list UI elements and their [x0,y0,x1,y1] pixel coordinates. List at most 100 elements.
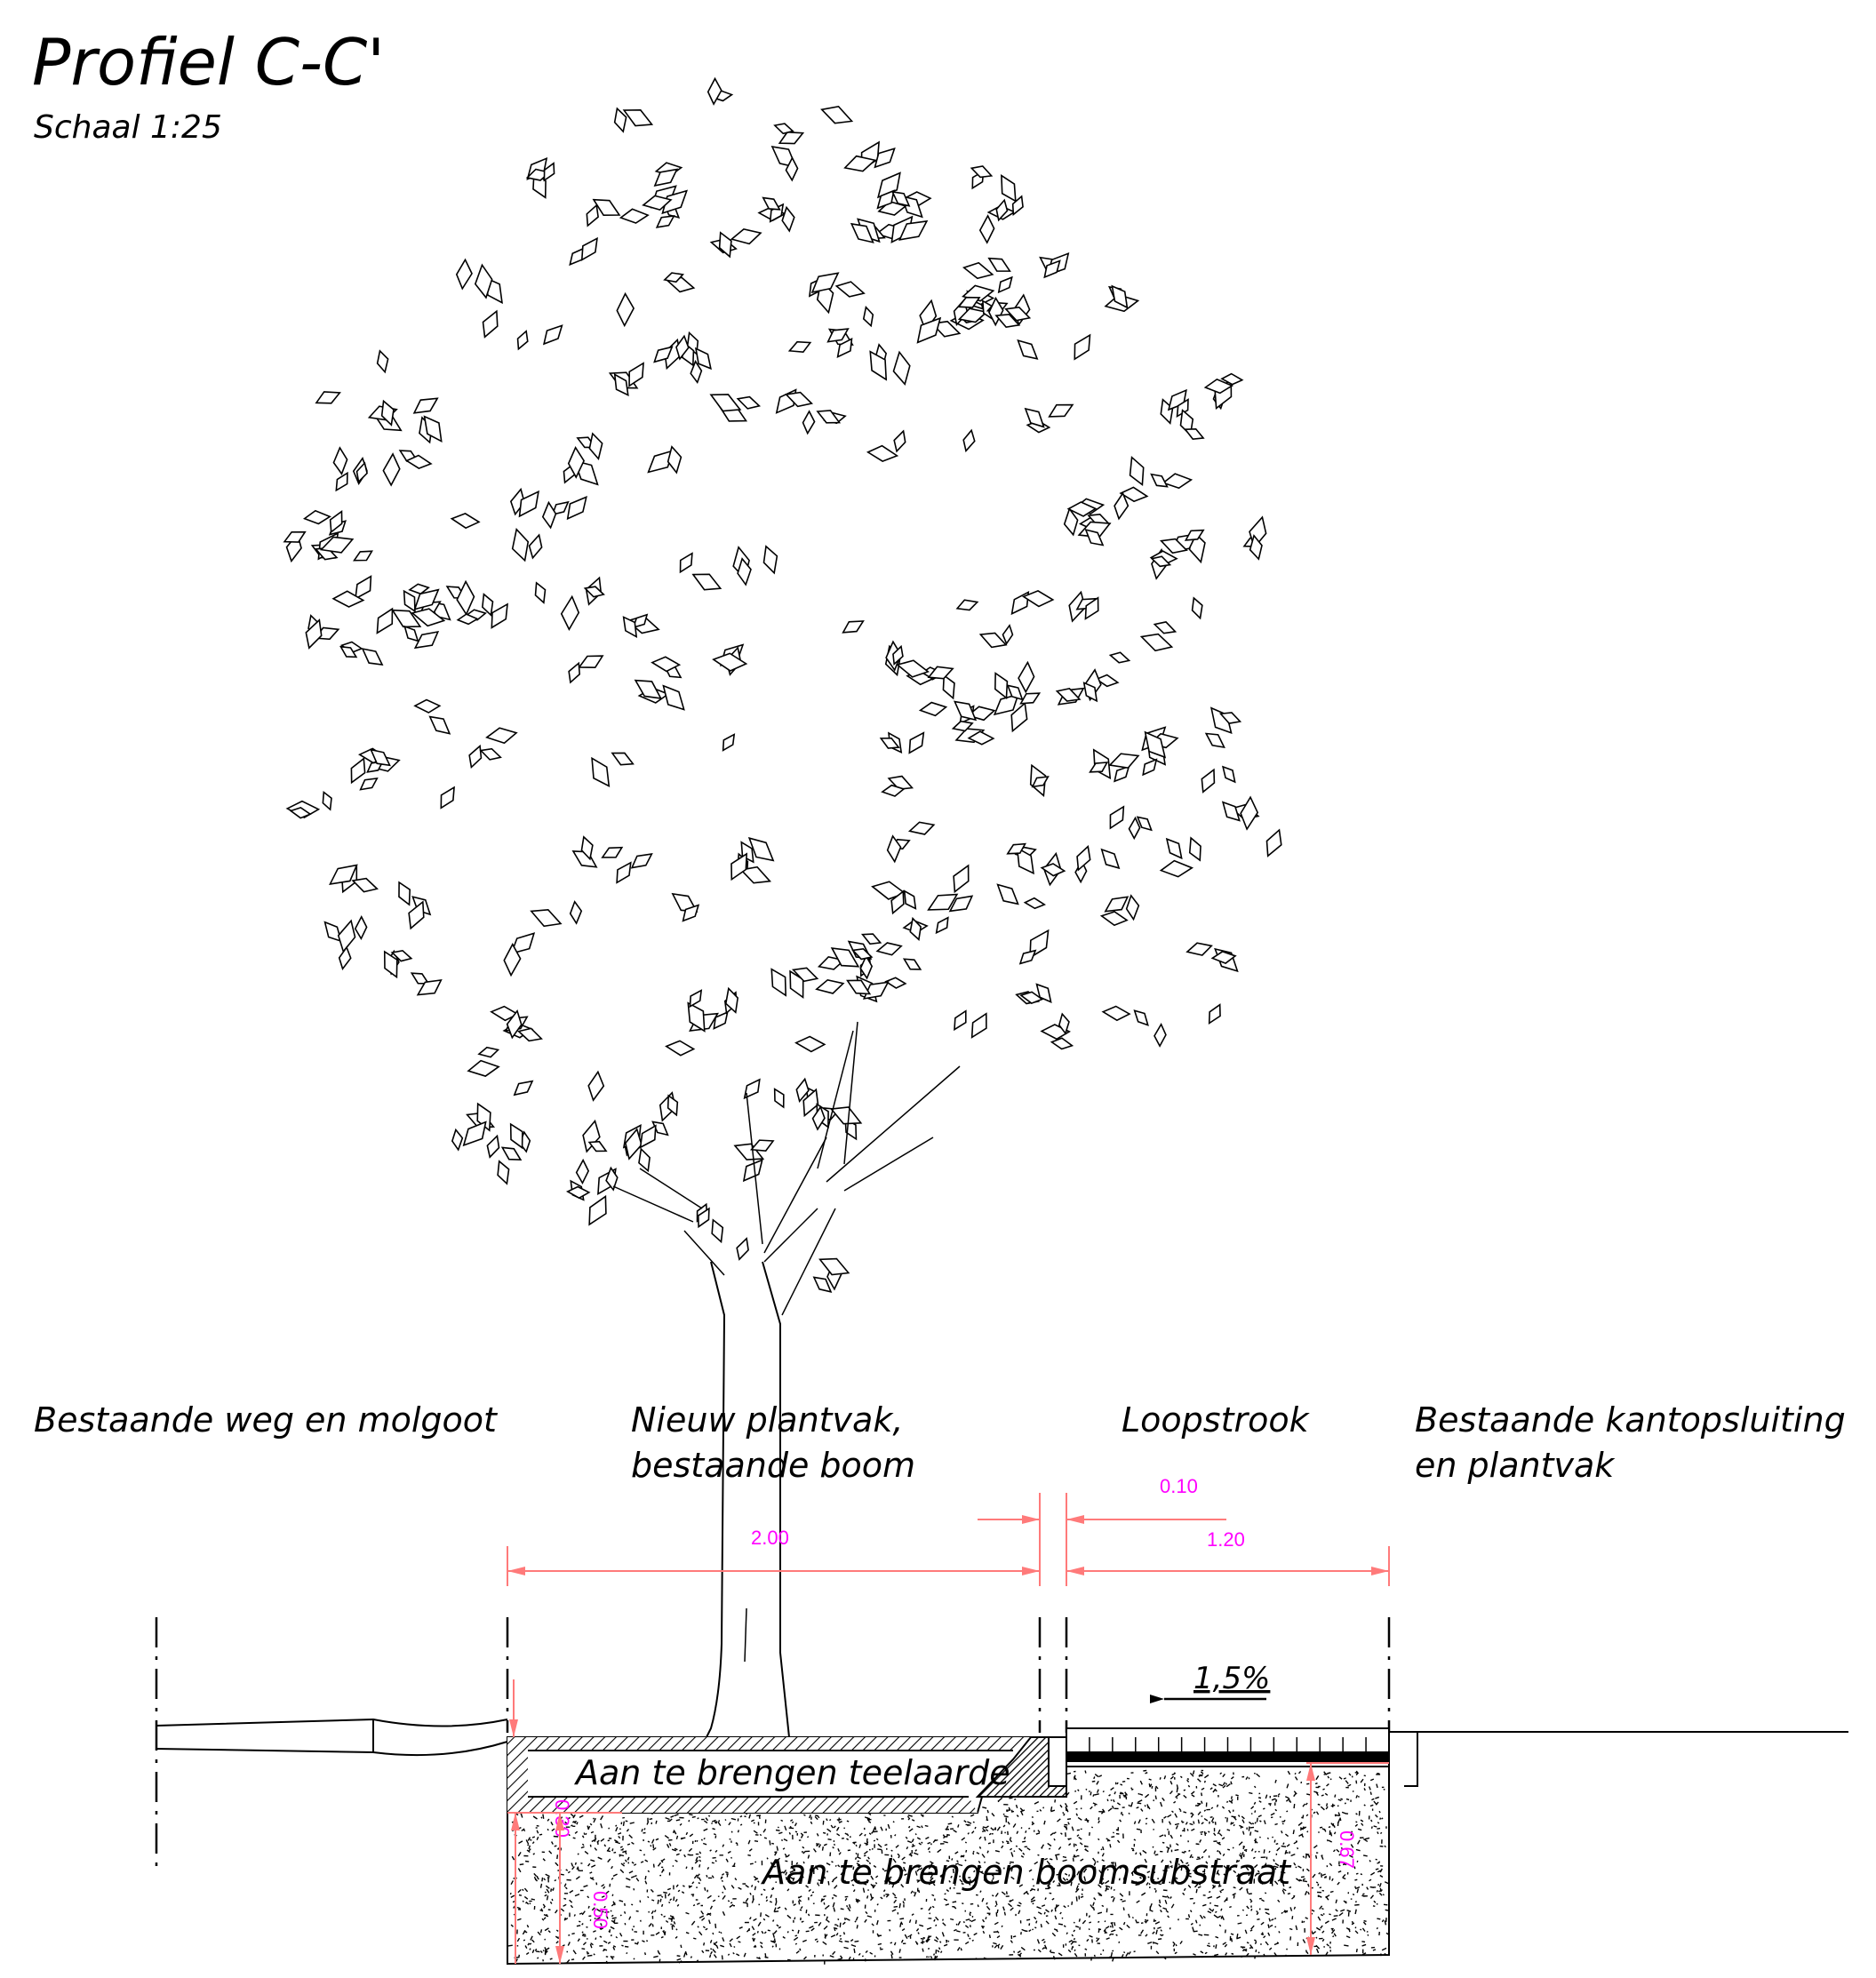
leaf [359,777,379,791]
leaf [382,452,401,487]
leaf [468,744,483,770]
leaf [1089,762,1109,773]
leaf [886,834,902,864]
leaf [1040,863,1066,877]
leaf [587,1070,605,1102]
leaf [376,607,394,634]
leaf [428,715,451,735]
leaf [1055,688,1082,702]
dimension-walkway-depth: 0.67 [1306,1762,1389,1955]
leaf [509,1122,523,1150]
leaf [689,989,703,1009]
leaf [578,655,604,669]
leaf [687,1001,706,1033]
leaf [1076,845,1091,872]
leaf [948,895,974,913]
tree-branches [612,1021,961,1316]
leaf [624,1128,643,1160]
leaf [1129,456,1145,487]
leaf [1144,730,1167,759]
leaf [1084,528,1105,546]
leaf [967,730,995,746]
leaf [874,148,896,169]
leaf [773,1088,785,1109]
leaf [1249,534,1263,561]
leaf [862,306,874,328]
leaf [1104,896,1130,913]
leaf [567,446,586,479]
leaf [335,471,348,492]
leaf [892,350,911,386]
leaf [957,307,988,323]
leaf [329,864,358,885]
leaf [329,509,343,534]
leaf [503,943,522,977]
leaf [694,347,712,371]
label-topsoil: Aan te brengen teelaarde [573,1753,1010,1792]
leaf [530,909,563,928]
leaf [690,360,703,385]
leaf [1221,765,1236,784]
leaf [1201,768,1216,794]
leaf [486,1134,500,1159]
leaf [482,593,494,617]
leaf [954,728,986,744]
leaf [1133,1009,1149,1026]
leaf [1040,1024,1071,1041]
leaf [1024,407,1045,428]
leaf [927,666,954,680]
leaf [1004,307,1032,322]
leaf [893,429,906,453]
leaf [802,1088,819,1118]
leaf [706,76,722,106]
leaf [1185,942,1213,956]
leaf [497,1160,510,1185]
leaf [795,1077,810,1104]
leaf [978,214,995,244]
leaf [580,835,594,861]
leaf [1001,174,1017,203]
leaf [1136,816,1153,832]
edge-curb-right [1389,1731,1418,1787]
leaf [638,1147,651,1173]
leaf [859,954,874,980]
leaf [622,616,638,638]
kerb [975,1736,1067,1798]
leaf [1108,753,1140,769]
leaf [510,932,536,955]
leaf [351,877,379,893]
leaf [665,1040,696,1057]
leaf [322,790,332,811]
leaf [376,349,389,374]
leaf [516,330,529,351]
leaf [642,195,673,211]
leaf [890,190,911,207]
leaf [667,1094,679,1117]
leaf [875,942,903,956]
leaf [892,644,904,666]
leaf [662,684,685,711]
leaf [811,1105,826,1131]
leaf [1208,1003,1221,1025]
dimension-label-gap: 0.10 [1160,1475,1198,1497]
leaf [569,900,583,925]
leaf [773,123,794,135]
leaf [820,106,854,124]
leaf [283,530,307,543]
leaf [1031,776,1050,788]
leaf [408,583,430,595]
leaf [1184,529,1205,541]
leaf [354,915,368,941]
leaf [770,968,787,997]
label-walkway: Loopstrook [1122,1400,1311,1440]
leaf [622,109,654,127]
dimension-plant-bed: 2.00 [507,1493,1041,1586]
leaf [1159,859,1194,878]
leaf [1209,706,1233,735]
leaf [877,200,907,216]
topsoil-layer [507,1736,1067,1814]
leaf [588,432,603,461]
leaf [477,1046,500,1058]
leaf [916,316,942,344]
leaf [927,893,959,911]
